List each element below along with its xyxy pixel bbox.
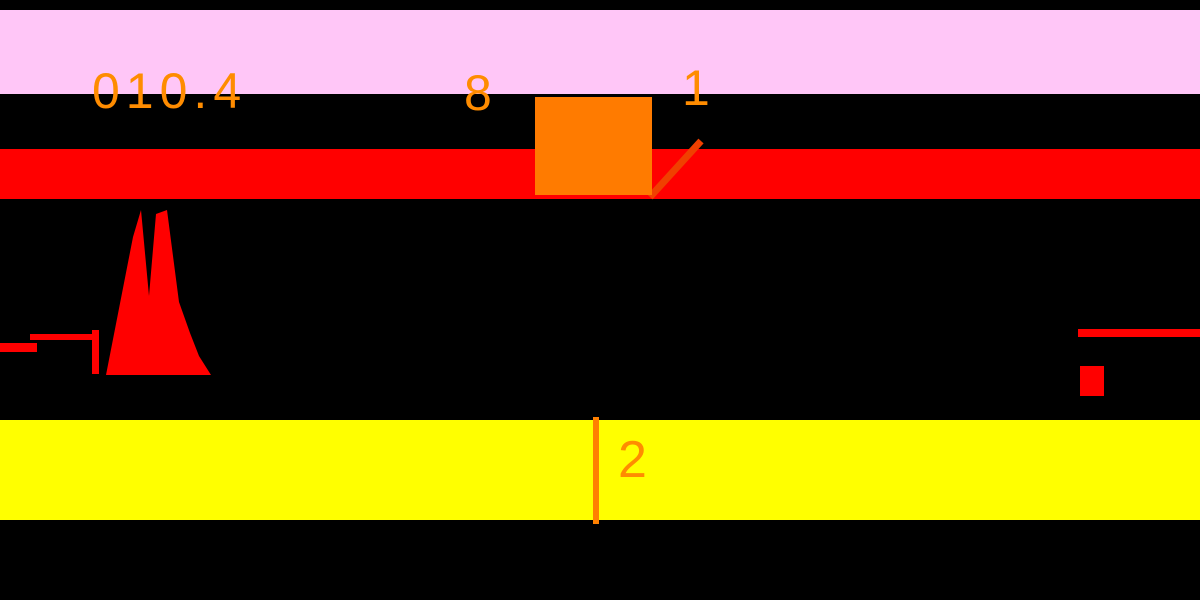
marker-label-2: 2	[618, 431, 653, 489]
reading-value: 010.4	[92, 63, 248, 119]
marker-label-8: 8	[464, 65, 498, 121]
top-pink-band	[0, 10, 1200, 94]
left-edge-red-segment	[0, 343, 37, 352]
diagonal-line	[647, 138, 704, 200]
left-step-red-line	[30, 334, 98, 340]
marker-label-1: 1	[682, 60, 716, 116]
red-zigzag-peak-shape	[106, 210, 211, 375]
left-red-tick	[92, 330, 99, 374]
right-red-line	[1078, 329, 1200, 337]
right-red-block	[1080, 366, 1104, 396]
bottom-yellow-band	[0, 420, 1200, 520]
orange-marker-square	[535, 97, 652, 195]
cursor-line	[593, 417, 599, 524]
